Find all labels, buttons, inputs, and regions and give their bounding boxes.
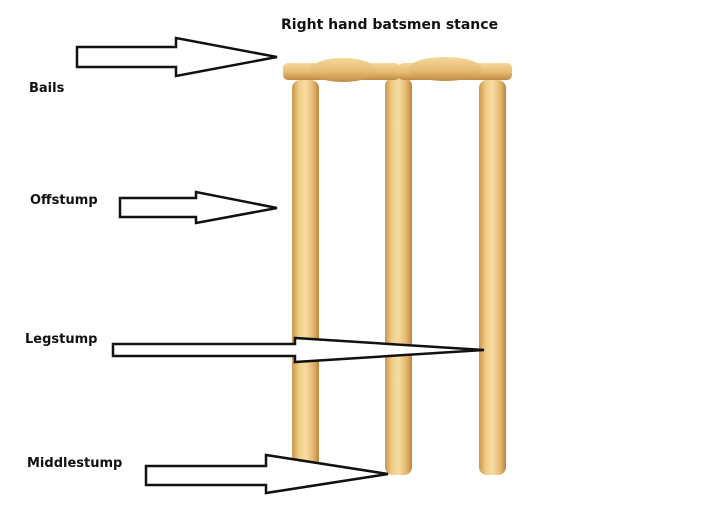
middlestump-arrow xyxy=(144,453,389,495)
stumps xyxy=(292,78,506,475)
label-offstump: Offstump xyxy=(30,193,98,208)
bail-right-barrel xyxy=(408,57,482,81)
bails-arrow xyxy=(75,36,278,78)
diagram-title: Right hand batsmen stance xyxy=(281,17,499,33)
label-middlestump: Middlestump xyxy=(27,456,123,471)
legstump-arrow xyxy=(111,336,485,364)
bails-graphic xyxy=(283,57,512,82)
stump-left xyxy=(292,80,319,475)
label-legstump: Legstump xyxy=(25,332,98,347)
offstump-arrow xyxy=(118,190,278,225)
stump-right xyxy=(479,80,506,475)
stump-middle xyxy=(385,78,412,475)
label-bails: Bails xyxy=(29,81,65,96)
bail-left-barrel xyxy=(310,58,376,82)
